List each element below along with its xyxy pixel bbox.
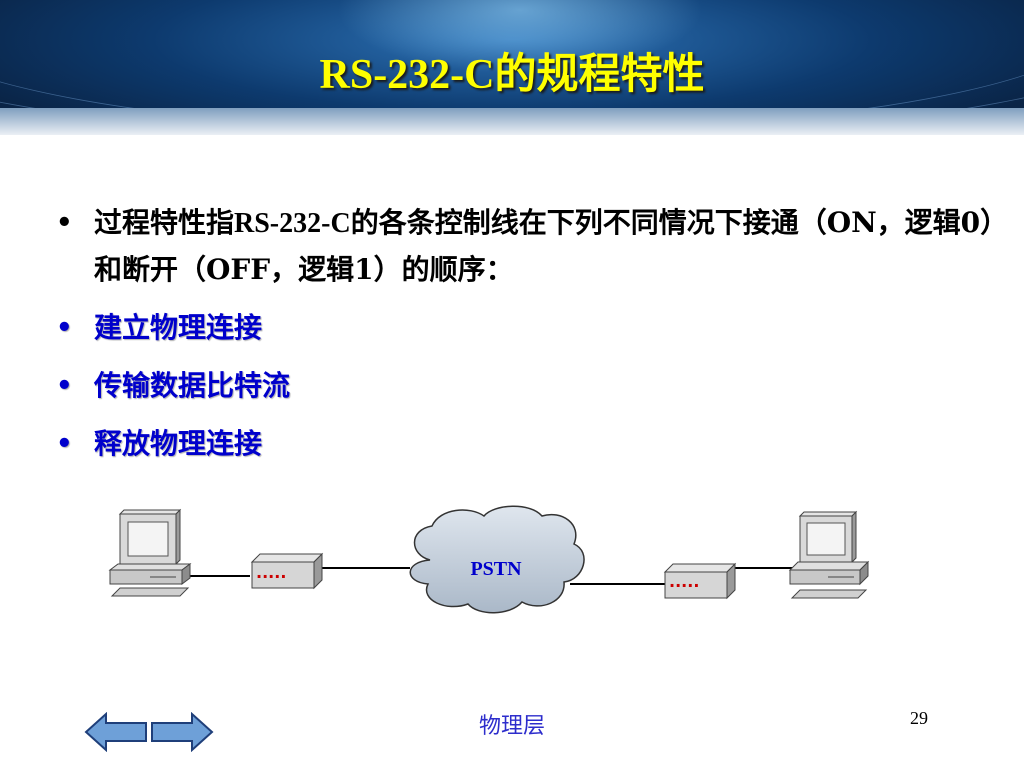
next-slide-button[interactable] — [150, 712, 214, 752]
svg-text:·····: ····· — [256, 567, 286, 586]
bullet-dot: • — [56, 429, 73, 459]
bullet-text-prefix: 过程特性指 — [94, 206, 235, 239]
svg-text:·····: ····· — [669, 576, 699, 595]
bullet-item-procedure: • 过程特性指RS-232-C的各条控制线在下列不同情况下接通（ON，逻辑0）和… — [56, 200, 996, 293]
bullet-text: 建立物理连接 — [94, 311, 263, 344]
bullet-text-rs232: RS-232-C — [234, 208, 351, 239]
bullet-dot: • — [56, 208, 73, 238]
footer-section-title: 物理层 — [478, 714, 545, 739]
slide-header — [0, 0, 1024, 135]
page-number: 29 — [910, 708, 928, 728]
right-arrow-icon — [151, 712, 214, 752]
computer-icon-left — [108, 508, 192, 597]
header-fade — [0, 108, 1024, 135]
pstn-cloud: PSTN — [409, 505, 585, 614]
network-diagram: ····· PSTN ····· — [108, 505, 870, 614]
bullet-item-transmit: • 传输数据比特流 — [56, 363, 996, 409]
modem-icon-left: ····· — [250, 552, 324, 590]
bullet-item-release: • 释放物理连接 — [56, 421, 996, 467]
bullet-dot: • — [56, 371, 73, 401]
bullet-text: 传输数据比特流 — [94, 369, 291, 402]
previous-slide-button[interactable] — [84, 712, 148, 752]
bullet-dot: • — [56, 313, 73, 343]
link-lines — [190, 567, 795, 585]
slide-title: RS-232-C的规程特性 — [319, 52, 705, 98]
computer-icon-right — [788, 510, 870, 599]
bullet-text-suffix: 的各条控制线在下列不同情况下接通（ON，逻辑0）和断开（OFF，逻辑1）的顺序： — [94, 206, 995, 286]
pstn-label: PSTN — [470, 558, 522, 580]
left-arrow-icon — [84, 712, 147, 752]
bullet-item-establish: • 建立物理连接 — [56, 305, 996, 351]
bullet-list: • 过程特性指RS-232-C的各条控制线在下列不同情况下接通（ON，逻辑0）和… — [56, 200, 996, 467]
bullet-text: 释放物理连接 — [94, 427, 263, 460]
modem-icon-right: ····· — [663, 562, 737, 600]
